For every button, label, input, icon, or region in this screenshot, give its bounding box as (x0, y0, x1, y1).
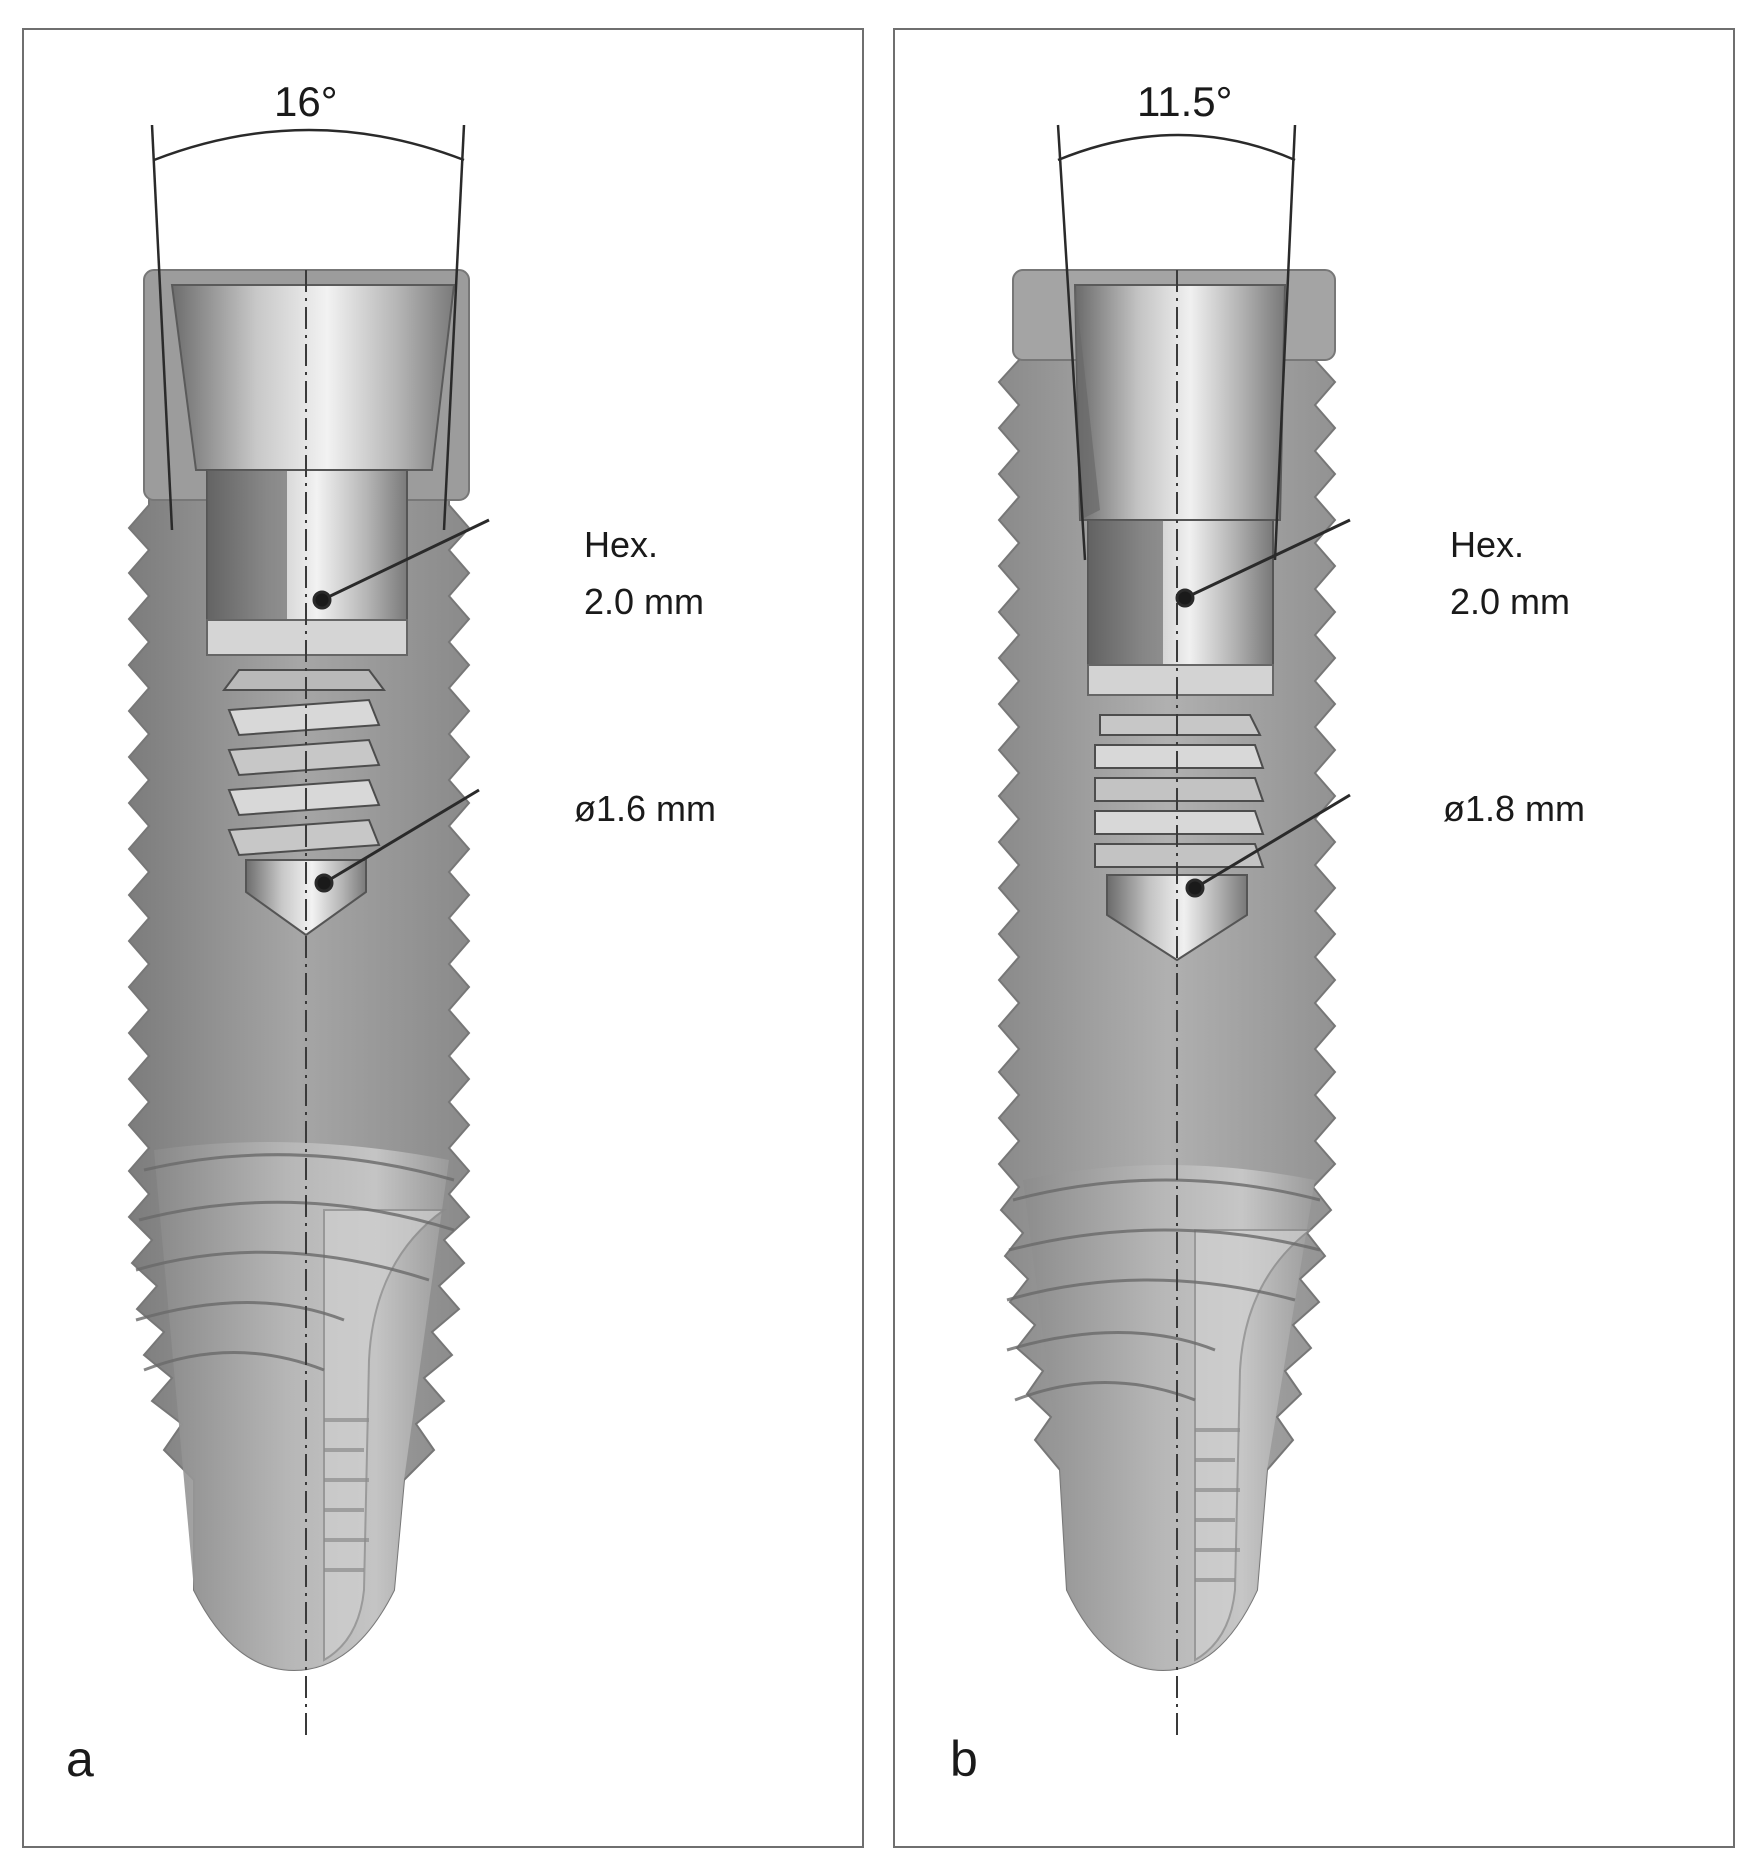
angle-label: 16° (274, 78, 338, 125)
implant-panel-b: 11.5° Hex. 2.0 mm ø1.8 mm b (893, 28, 1735, 1848)
angle-indicator (150, 124, 466, 531)
hex-label-line1: Hex. (584, 524, 659, 565)
internal-thread (1094, 714, 1265, 868)
hex-label-line2: 2.0 mm (1450, 581, 1571, 622)
conical-connection (1073, 284, 1287, 521)
apex-grooves (324, 1418, 369, 1572)
implant-drawing-b (997, 124, 1351, 1740)
hex-label-line1: Hex. (1450, 524, 1525, 565)
hex-label-line2: 2.0 mm (584, 581, 705, 622)
implant-panel-a: 16° Hex. 2.0 mm ø1.6 mm a (22, 28, 864, 1848)
leader-lines (312, 518, 490, 893)
apex-thread-lines (135, 1153, 455, 1372)
angle-indicator (1056, 124, 1297, 561)
internal-thread (222, 669, 386, 857)
conical-connection (170, 284, 456, 471)
cutting-flute (323, 1209, 448, 1662)
panel-letter: a (66, 1731, 94, 1787)
diameter-label: ø1.6 mm (574, 788, 717, 829)
apex-grooves (1195, 1428, 1240, 1582)
implant-drawing-a (127, 124, 490, 1740)
leader-lines (1175, 518, 1351, 898)
cutting-flute (1194, 1229, 1313, 1662)
angle-label: 11.5° (1137, 78, 1233, 125)
bore-tip (245, 859, 367, 937)
apex-thread-lines (1006, 1178, 1321, 1402)
diameter-label: ø1.8 mm (1443, 788, 1586, 829)
panel-letter: b (950, 1731, 978, 1787)
